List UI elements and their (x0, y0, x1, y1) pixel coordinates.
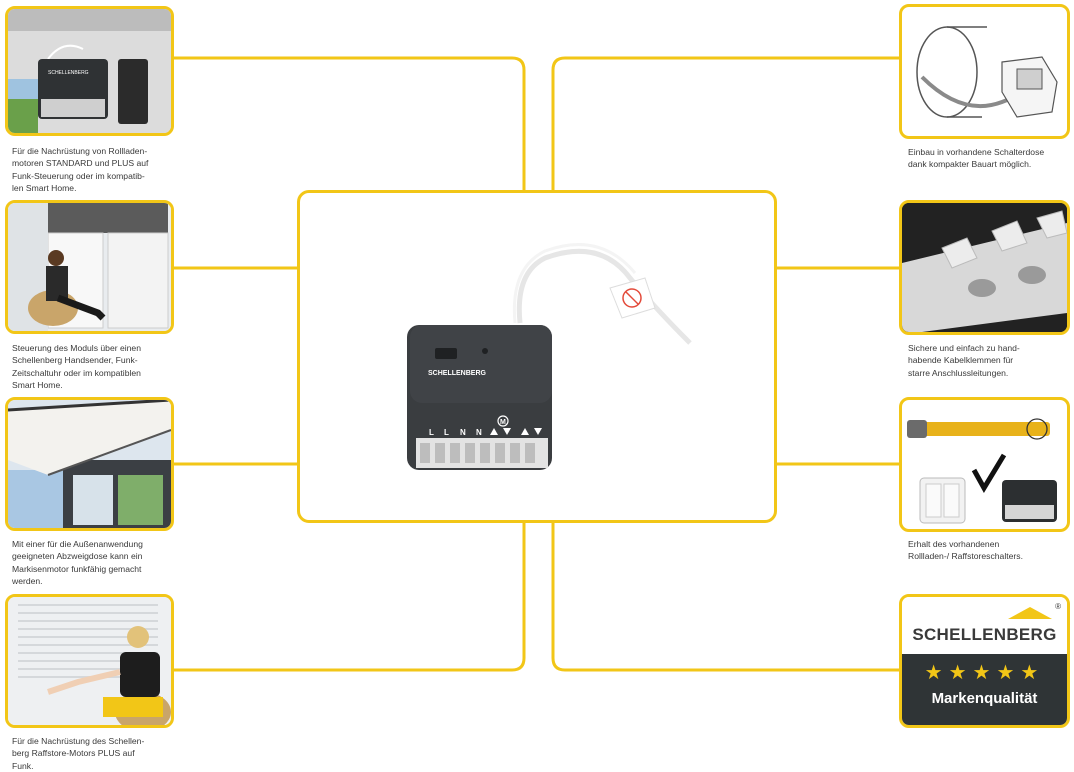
pin-label: L (444, 428, 449, 437)
woman-remote-photo-icon (8, 203, 171, 331)
caption-left-4: Für die Nachrüstung des Schellen-berg Ra… (12, 736, 145, 771)
pin-label: N (460, 428, 466, 437)
brand-name: SCHELLENBERG (912, 625, 1057, 644)
woman-raffstore-photo-icon (8, 597, 171, 725)
star-rating: ★★★★★ (924, 662, 1045, 684)
awning-photo-icon (8, 400, 171, 528)
woman-raffstore-photo-tile (5, 594, 174, 728)
motor-switch-tile (899, 397, 1070, 532)
actuator-module-icon: SCHELLENBERG L L N N M (407, 243, 692, 470)
brand-registered-mark: ® (1055, 602, 1061, 611)
brand-quality-label: Markenqualität (931, 690, 1038, 707)
brand-roof-icon (1008, 607, 1052, 619)
svg-text:SCHELLENBERG: SCHELLENBERG (48, 70, 89, 76)
switch-box-diagram-icon (916, 26, 1058, 118)
device-brand-label: SCHELLENBERG (428, 370, 487, 377)
caption-left-1: Für die Nachrüstung von Rollladen-motore… (12, 146, 149, 194)
pin-label: L (429, 428, 434, 437)
switch-box-tile (899, 4, 1070, 139)
caption-right-2: Sichere und einfach zu hand-habende Kabe… (908, 343, 1020, 378)
cable-clamp-tile (899, 200, 1070, 335)
motor-symbol-icon (497, 415, 509, 427)
motor-switch-check-diagram-icon (907, 418, 1057, 524)
brand-quality-badge: ® SCHELLENBERG ★★★★★ Markenqualität (899, 594, 1070, 728)
module-photo-icon: SCHELLENBERG (8, 9, 171, 133)
motor-symbol: M (500, 419, 506, 426)
cable-clamp-photo-icon (902, 203, 1067, 332)
pin-label: N (476, 428, 482, 437)
center-product-panel: SCHELLENBERG L L N N M (297, 190, 777, 523)
woman-remote-photo-tile (5, 200, 174, 334)
awning-photo-tile (5, 397, 174, 531)
module-photo-tile: SCHELLENBERG (5, 6, 174, 136)
